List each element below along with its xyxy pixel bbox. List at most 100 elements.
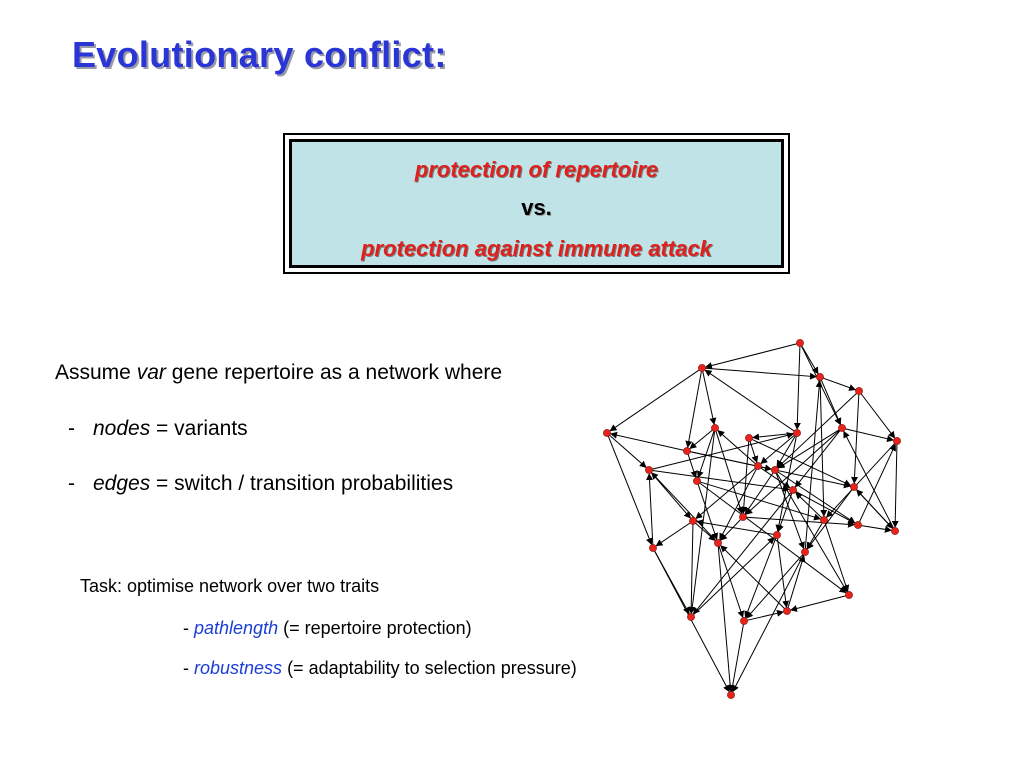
- task-rest-pathlength: (= repertoire protection): [278, 618, 472, 638]
- network-edge: [651, 472, 716, 541]
- box-line-vs: vs.: [521, 195, 552, 220]
- network-edge: [891, 444, 899, 528]
- bullet-rest-nodes: = variants: [150, 417, 248, 440]
- network-edge: [717, 546, 734, 692]
- network-edge: [646, 473, 654, 545]
- network-edge: [851, 394, 860, 484]
- bullet-dash: -: [68, 472, 75, 495]
- network-node: [850, 483, 858, 491]
- task-item-dash: -: [183, 658, 194, 678]
- network-edge: [715, 431, 744, 515]
- network-edge: [861, 525, 892, 533]
- network-node: [698, 364, 706, 372]
- network-edge: [609, 369, 700, 432]
- assume-post: gene repertoire as a network where: [165, 361, 503, 384]
- network-node: [773, 531, 781, 539]
- network-edge: [740, 441, 750, 514]
- network-node: [739, 513, 747, 521]
- network-edge: [777, 493, 793, 533]
- task-term-pathlength: pathlength: [194, 618, 279, 638]
- network-edge: [652, 469, 790, 493]
- network-node: [891, 527, 899, 535]
- network-edge: [856, 489, 893, 529]
- network-edge: [804, 380, 823, 549]
- network-node: [649, 544, 657, 552]
- network-edge: [732, 554, 804, 693]
- network-node: [714, 539, 722, 547]
- network-edge: [760, 467, 791, 489]
- network-node: [740, 617, 748, 625]
- network-node: [854, 521, 862, 529]
- network-edge: [696, 431, 715, 479]
- network-edge: [745, 430, 840, 515]
- network-node: [783, 607, 791, 615]
- network-edge: [655, 522, 691, 547]
- network-edge: [654, 550, 690, 615]
- network-edge: [695, 467, 756, 519]
- bullet-term-edges: edges: [93, 472, 151, 495]
- network-edge: [777, 393, 857, 468]
- network-node: [845, 591, 853, 599]
- network-edge: [752, 439, 852, 486]
- network-edge: [607, 436, 653, 546]
- network-node: [683, 447, 691, 455]
- network-edge: [610, 431, 684, 451]
- network-edge: [806, 522, 823, 550]
- network-edge: [696, 519, 774, 535]
- network-edge: [860, 393, 896, 439]
- network-edge: [717, 430, 756, 464]
- bullet-rest-edges: = switch / transition probabilities: [150, 472, 454, 495]
- box-line-repertoire: protection of repertoire: [414, 157, 659, 182]
- network-node: [771, 466, 779, 474]
- conflict-box-inner: protection of repertoire vs. protection …: [289, 139, 784, 268]
- network-node: [727, 691, 735, 699]
- network-node: [645, 466, 653, 474]
- network-edge: [690, 451, 851, 489]
- network-edge: [609, 435, 647, 468]
- network-node: [816, 373, 824, 381]
- network-node: [687, 613, 695, 621]
- network-edge: [776, 435, 796, 468]
- network-node: [711, 424, 719, 432]
- network-node: [793, 429, 801, 437]
- network-edge: [720, 545, 785, 609]
- network-edge: [777, 471, 856, 524]
- network-edge: [843, 430, 894, 529]
- network-edge: [801, 345, 819, 375]
- task-term-robustness: robustness: [194, 658, 283, 678]
- task-item-pathlength: - pathlength (= repertoire protection): [183, 618, 472, 639]
- network-edge: [689, 429, 713, 450]
- slide-title: Evolutionary conflict:: [72, 34, 447, 75]
- network-node: [801, 548, 809, 556]
- network-edges: [607, 343, 899, 693]
- network-edge: [806, 489, 853, 550]
- network-edge: [859, 443, 896, 522]
- bullet-term-nodes: nodes: [93, 417, 151, 440]
- network-edge: [695, 523, 716, 541]
- network-edge: [702, 371, 717, 425]
- network-edge: [794, 430, 841, 488]
- network-edge: [718, 546, 745, 619]
- task-rest-robustness: (= adaptability to selection pressure): [282, 658, 577, 678]
- network-edge: [775, 473, 805, 550]
- network-edge: [795, 491, 856, 524]
- network-edge: [826, 443, 895, 518]
- network-node: [893, 437, 901, 445]
- network-edge: [687, 524, 695, 614]
- network-nodes: [603, 339, 901, 699]
- network-edge: [824, 523, 850, 593]
- bullet-dash: -: [68, 417, 75, 440]
- bullet-edges: -edges = switch / transition probabiliti…: [68, 472, 453, 496]
- network-edge: [720, 519, 741, 541]
- network-edge: [777, 429, 840, 469]
- network-node: [855, 387, 863, 395]
- network-edge: [787, 554, 806, 608]
- network-edge: [705, 343, 797, 369]
- network-edge: [729, 624, 744, 692]
- network-edge: [650, 472, 691, 519]
- assume-var: var: [136, 361, 166, 384]
- network-edge: [693, 537, 775, 615]
- task-item-robustness: - robustness (= adaptability to selectio…: [183, 658, 577, 679]
- network-edge: [746, 554, 803, 619]
- network-edge: [704, 369, 795, 432]
